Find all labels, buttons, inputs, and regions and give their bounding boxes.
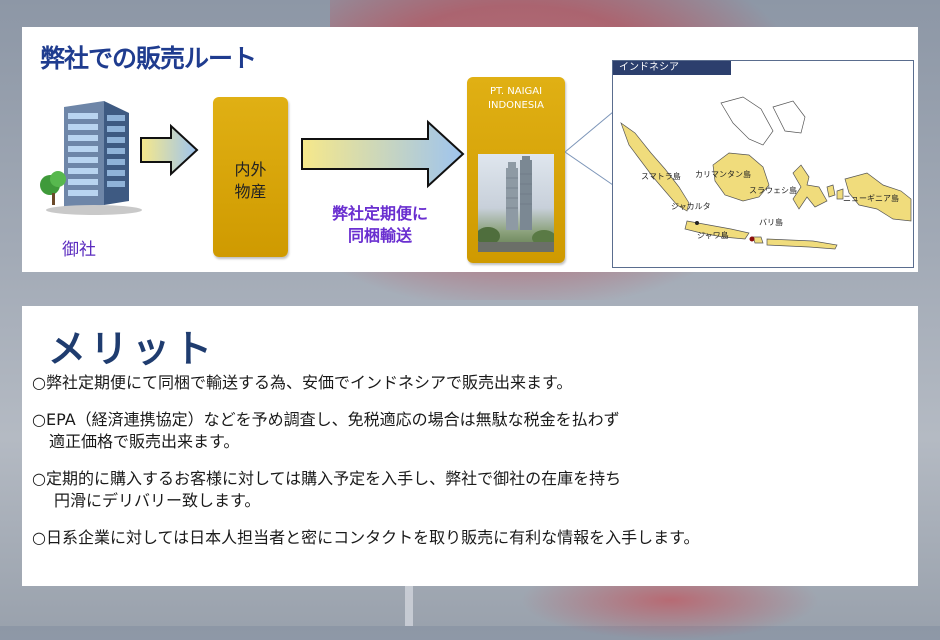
indonesia-map: カリマンタン島 スマトラ島 スラウェシ島 ニューギニア島 ジャカルタ バリ島 ジ…	[612, 60, 914, 268]
merit-panel: メリット ○弊社定期便にて同梱で輸送する為、安価でインドネシアで販売出来ます。 …	[22, 306, 918, 586]
building-icon	[34, 97, 144, 217]
map-label-new-guinea: ニューギニア島	[843, 193, 899, 203]
intermediary-line2: 物産	[213, 181, 288, 203]
map-label-jakarta: ジャカルタ	[671, 202, 711, 211]
destination-line1: PT. NAIGAI	[467, 85, 565, 99]
shipping-arrow-icon	[300, 119, 466, 189]
intermediary-line1: 内外	[213, 159, 288, 181]
merit-title: メリット	[48, 318, 216, 373]
arrow-right-icon	[139, 123, 199, 177]
map-connector-lines	[565, 107, 615, 187]
map-label-sumatra: スマトラ島	[641, 171, 681, 181]
sales-route-panel: 弊社での販売ルート 御社 内外 物産	[22, 27, 918, 272]
route-title: 弊社での販売ルート	[40, 39, 256, 75]
map-header: インドネシア	[613, 61, 731, 75]
merit-item-1-line1: ○弊社定期便にて同梱で輸送する為、安価でインドネシアで販売出来ます。	[32, 373, 572, 392]
shipping-label: 弊社定期便に 同梱輸送	[300, 203, 460, 247]
map-label-sulawesi: スラウェシ島	[749, 185, 797, 195]
shipping-line2: 同梱輸送	[300, 225, 460, 247]
map-label-java: ジャワ島	[697, 230, 729, 240]
merit-item: ○定期的に購入するお客様に対しては購入予定を入手し、弊社で御社の在庫を持ち 円滑…	[32, 468, 912, 512]
map-label-kalimantan: カリマンタン島	[695, 169, 751, 179]
merit-item: ○弊社定期便にて同梱で輸送する為、安価でインドネシアで販売出来ます。	[32, 372, 912, 394]
map-label-bali: バリ島	[759, 217, 783, 227]
office-building-photo	[478, 154, 554, 252]
merit-item-2-line1: ○EPA（経済連携協定）などを予め調査し、免税適応の場合は無駄な税金を払わず	[32, 410, 620, 429]
indonesia-map-graphic: カリマンタン島 スマトラ島 スラウェシ島 ニューギニア島 ジャカルタ バリ島 ジ…	[613, 61, 913, 267]
merit-item-3-line2: 円滑にデリバリー致します。	[32, 490, 912, 512]
destination-box: PT. NAIGAI INDONESIA	[467, 77, 565, 263]
shipping-line1: 弊社定期便に	[300, 203, 460, 225]
merit-item-4-line1: ○日系企業に対しては日本人担当者と密にコンタクトを取り販売に有利な情報を入手しま…	[32, 528, 700, 547]
merit-item-3-line1: ○定期的に購入するお客様に対しては購入予定を入手し、弊社で御社の在庫を持ち	[32, 469, 621, 488]
customer-label: 御社	[62, 235, 96, 260]
merit-item: ○EPA（経済連携協定）などを予め調査し、免税適応の場合は無駄な税金を払わず 適…	[32, 409, 912, 453]
destination-line2: INDONESIA	[467, 99, 565, 113]
merit-list: ○弊社定期便にて同梱で輸送する為、安価でインドネシアで販売出来ます。 ○EPA（…	[32, 372, 912, 564]
merit-item: ○日系企業に対しては日本人担当者と密にコンタクトを取り販売に有利な情報を入手しま…	[32, 527, 912, 549]
merit-item-2-line2: 適正価格で販売出来ます。	[32, 431, 912, 453]
intermediary-box: 内外 物産	[213, 97, 288, 257]
